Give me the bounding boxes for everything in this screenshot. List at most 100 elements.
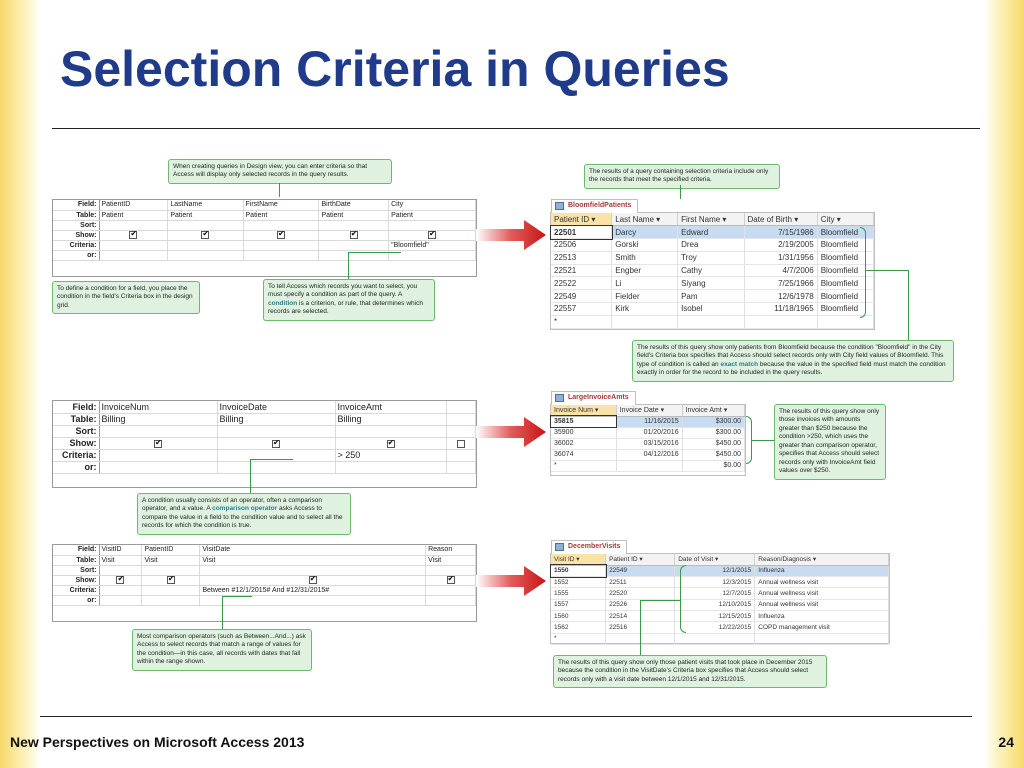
table-cell[interactable]: 22511 [605,576,676,589]
criteria-cell[interactable] [243,240,320,251]
table-cell[interactable]: 36002 [551,438,617,450]
show-cell[interactable] [318,229,390,241]
table-cell[interactable]: 1560 [551,610,607,623]
field-cell[interactable]: InvoiceDate [217,401,336,414]
new-record-row[interactable]: *$0.00 [551,460,746,472]
checked-checkbox[interactable] [386,438,395,448]
table-cell[interactable]: Siyang [677,276,745,291]
or-cell[interactable] [167,250,244,261]
table-cell[interactable] [744,315,818,329]
tab-bloomfield-patients[interactable]: BloomfieldPatients [551,199,639,213]
field-cell[interactable]: PatientID [99,200,169,211]
table-cell[interactable]: 22557 [551,302,613,316]
table-cell[interactable]: 01/20/2016 [616,427,683,439]
show-cell[interactable] [335,437,447,450]
criteria-cell[interactable] [217,449,336,462]
or-cell[interactable] [99,250,169,261]
column-header[interactable]: Patient ID ▾ [605,554,676,566]
or-cell[interactable] [335,461,447,474]
or-cell[interactable] [243,250,320,261]
table-cell[interactable]: 1/31/1956 [744,251,818,265]
table-cell[interactable]: 12/10/2015 [674,599,756,611]
table-cell[interactable]: 22522 [551,276,613,291]
table-cell[interactable]: Patient [243,210,320,221]
show-cell[interactable] [217,437,336,450]
checked-checkbox[interactable] [154,438,162,448]
show-cell[interactable] [243,229,320,241]
show-cell[interactable] [446,437,477,450]
table-cell[interactable]: Edward [677,225,745,240]
sort-cell[interactable] [446,425,477,438]
or-cell[interactable] [388,250,476,261]
table-cell[interactable]: 12/22/2015 [674,621,756,634]
checked-checkbox[interactable] [166,574,175,584]
checked-checkbox[interactable] [129,229,138,239]
criteria-cell[interactable] [99,585,143,596]
table-cell[interactable]: Smith [611,251,679,265]
table-cell[interactable]: 03/15/2016 [616,438,683,450]
checked-checkbox[interactable] [272,438,280,448]
table-cell[interactable]: 1550 [550,564,607,578]
table-cell[interactable]: 1552 [551,576,607,589]
tab-december-visits[interactable]: DecemberVisits [551,540,628,554]
checked-checkbox[interactable] [308,574,317,584]
column-header[interactable]: Invoice Num ▾ [551,405,617,417]
field-cell[interactable]: LastName [167,200,244,211]
table-cell[interactable]: Bloomfield [817,302,875,316]
sort-cell[interactable] [335,425,447,438]
table-cell[interactable]: Troy [677,251,745,265]
table-cell[interactable]: 12/3/2015 [674,576,756,589]
field-cell[interactable]: VisitDate [199,545,427,556]
show-cell[interactable] [388,229,476,241]
criteria-cell[interactable] [99,240,169,251]
column-header[interactable]: Date of Visit ▾ [674,554,756,566]
table-cell[interactable] [677,315,745,329]
table-cell[interactable]: Visit [199,555,427,566]
table-cell[interactable]: Darcy [611,225,679,240]
table-cell[interactable]: Li [611,276,679,291]
table-cell[interactable]: Patient [167,210,244,221]
field-cell[interactable]: PatientID [141,545,201,556]
show-cell[interactable] [199,574,427,586]
criteria-cell[interactable] [167,240,244,251]
table-cell[interactable]: Fielder [611,289,679,304]
table-cell[interactable]: Bloomfield [817,238,875,252]
table-cell[interactable]: Influenza [754,565,889,578]
show-cell[interactable] [99,437,218,450]
table-cell[interactable]: Engber [611,264,679,278]
table-cell[interactable]: Bloomfield [817,276,875,291]
criteria-cell[interactable] [318,240,390,251]
new-record-row[interactable]: * [551,315,875,329]
table-cell[interactable]: Bloomfield [817,225,875,240]
table-cell[interactable]: Pam [677,289,745,304]
checked-checkbox[interactable] [428,229,437,239]
column-header[interactable]: Last Name ▾ [611,213,679,227]
table-cell[interactable]: Annual wellness visit [754,599,889,611]
table-cell[interactable]: 22506 [551,238,613,252]
column-header[interactable]: Date of Birth ▾ [744,213,818,227]
column-header[interactable]: Reason/Diagnosis ▾ [754,554,889,566]
table-cell[interactable]: 22501 [550,224,613,240]
table-cell[interactable]: Influenza [754,610,889,623]
table-cell[interactable]: 12/15/2015 [674,610,756,623]
field-cell[interactable]: FirstName [243,200,320,211]
table-cell[interactable]: Patient [318,210,390,221]
column-header[interactable]: Invoice Amt ▾ [682,405,746,417]
or-cell[interactable] [217,461,336,474]
show-cell[interactable] [425,574,476,586]
field-cell[interactable] [446,401,477,414]
column-header[interactable]: City ▾ [817,213,875,227]
table-cell[interactable]: Kirk [611,302,679,316]
criteria-cell[interactable]: Between #12/1/2015# And #12/31/2015# [199,585,427,596]
show-cell[interactable] [99,229,169,241]
table-cell[interactable]: $450.00 [682,449,746,461]
